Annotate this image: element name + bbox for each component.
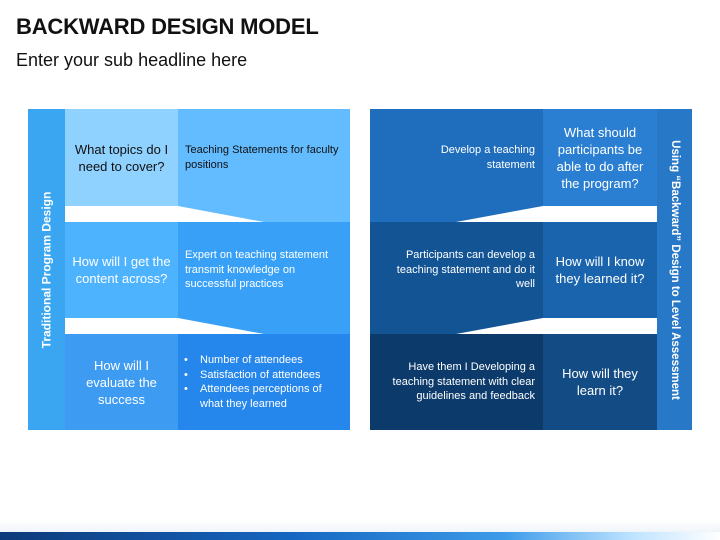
left-question-box-2 [65,222,178,318]
right-side-bar [657,109,692,430]
right-detail-1: Develop a teaching statement [440,144,535,171]
left-question-2: How will I get the content across? [72,254,171,286]
slide-title: BACKWARD DESIGN MODEL [16,14,319,39]
left-side-label: Traditional Program Design [39,191,54,348]
left-detail-3: Number of attendees Satisfaction of atte… [178,334,350,430]
left-arrow-2 [178,318,350,334]
right-detail-box-3 [370,334,543,430]
left-detail-2: Expert on teaching statement transmit kn… [185,249,329,291]
left-bullet-item: Number of attendees [178,353,340,368]
footer-gradient-bar [0,532,720,540]
slide-subtitle: Enter your sub headline here [16,50,248,70]
right-question-3: How will they learn it? [562,366,638,398]
right-detail-box-2 [370,222,543,318]
left-question-box-1 [65,109,178,206]
left-arrow-1 [178,206,350,222]
left-bullet-list: Number of attendees Satisfaction of atte… [178,353,340,411]
left-question-1: What topics do I need to cover? [74,141,169,174]
left-bullet-item: Attendees perceptions of what they learn… [178,382,340,411]
right-side-label: Using “Backward” Design to Level Assessm… [668,139,681,400]
left-detail-box-2 [178,222,350,318]
footer-fade [0,520,720,532]
left-side-bar [28,109,65,430]
right-detail-3: Have them I Developing a teaching statem… [392,361,535,403]
right-detail-box-1 [370,109,543,206]
right-side-label-container: Using “Backward” Design to Level Assessm… [657,109,692,430]
left-detail-1: Teaching Statements for faculty position… [185,144,339,171]
right-question-box-1 [543,109,657,206]
left-side-label-container: Traditional Program Design [28,109,65,430]
right-question-2: How will I know they learned it? [555,254,645,286]
right-detail-2: Participants can develop a teaching stat… [396,249,535,291]
left-question-box-3 [65,334,178,430]
right-question-1: What should participants be able to do a… [556,124,644,191]
right-question-box-2 [543,222,657,318]
right-arrow-2 [370,318,543,334]
left-question-3: How will I evaluate the success [86,357,157,407]
right-arrow-1 [370,206,543,222]
left-detail-box-1 [178,109,350,206]
left-bullet-item: Satisfaction of attendees [178,368,340,383]
right-question-box-3 [543,334,657,430]
